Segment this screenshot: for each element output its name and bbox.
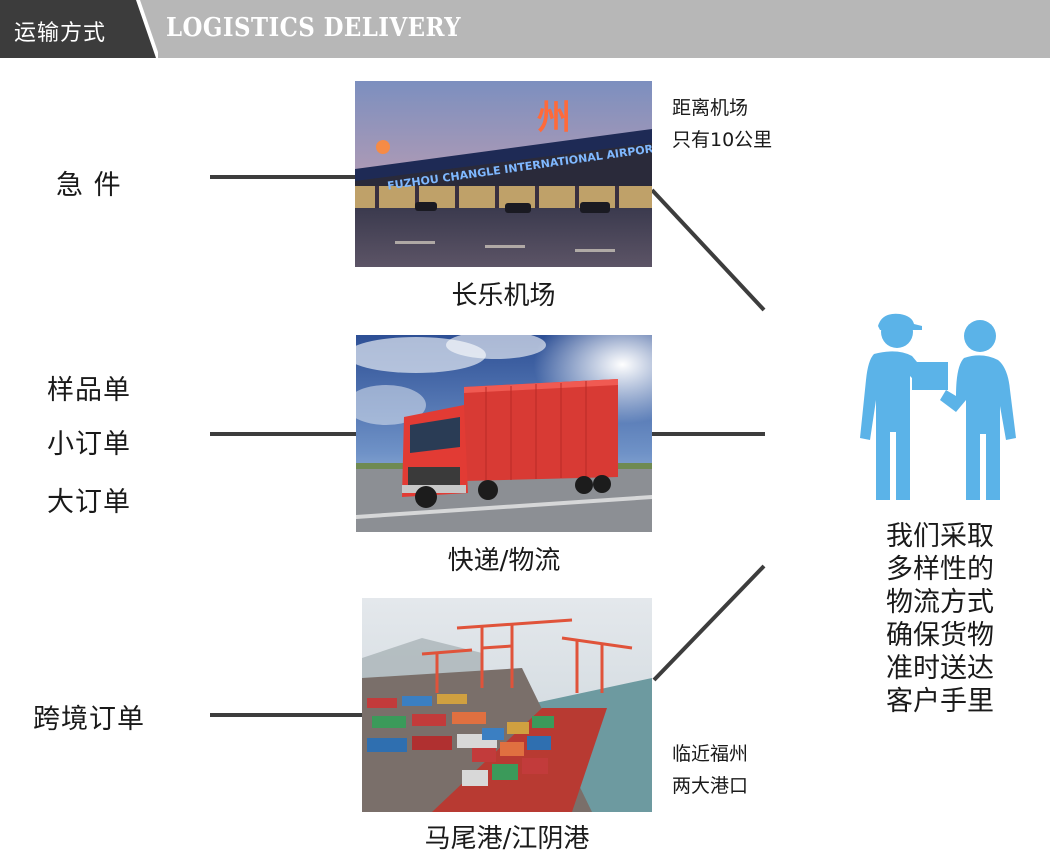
connector-cross-border (210, 713, 362, 717)
summary-text: 我们采取 多样性的 物流方式 确保货物 准时送达 客户手里 (870, 520, 1010, 718)
label-sample: 样品单 (47, 375, 131, 406)
airport-note-line1: 距离机场 (672, 97, 749, 119)
port-photo (362, 598, 652, 812)
truck-photo (356, 335, 652, 532)
port-caption: 马尾港/江阴港 (424, 824, 590, 854)
port-note-line1: 临近福州 (672, 743, 749, 765)
summary-line: 多样性的 (886, 554, 994, 585)
connector-truck-right (652, 432, 765, 436)
summary-line: 我们采取 (886, 521, 994, 552)
label-cross-border: 跨境订单 (33, 704, 145, 735)
header-dark-tab (0, 0, 158, 58)
airport-note: 距离机场 只有10公里 (672, 92, 772, 156)
airport-note-line2: 只有10公里 (672, 129, 773, 151)
header-title-en: LOGISTICS DELIVERY (166, 13, 462, 43)
connector-diagonals (650, 188, 766, 682)
airport-sign-cn: 州 (537, 98, 571, 138)
summary-line: 物流方式 (886, 587, 994, 618)
port-note-line2: 两大港口 (672, 775, 749, 797)
airport-photo: FUZHOU CHANGLE INTERNATIONAL AIRPORT 州 (355, 81, 652, 267)
header-banner: 运输方式 LOGISTICS DELIVERY (0, 0, 1050, 58)
label-large-order: 大订单 (47, 487, 131, 518)
summary-line: 准时送达 (886, 653, 994, 684)
handover-people-icon (852, 310, 1022, 509)
connector-urgent (210, 175, 356, 179)
label-small-order: 小订单 (47, 429, 131, 460)
truck-caption: 快递/物流 (447, 546, 561, 576)
summary-line: 确保货物 (886, 620, 994, 651)
connector-orders (210, 432, 356, 436)
header-title-cn: 运输方式 (14, 21, 107, 46)
airport-caption: 长乐机场 (451, 281, 556, 311)
summary-line: 客户手里 (886, 686, 994, 717)
label-urgent: 急 件 (56, 170, 122, 201)
port-note: 临近福州 两大港口 (672, 738, 748, 802)
